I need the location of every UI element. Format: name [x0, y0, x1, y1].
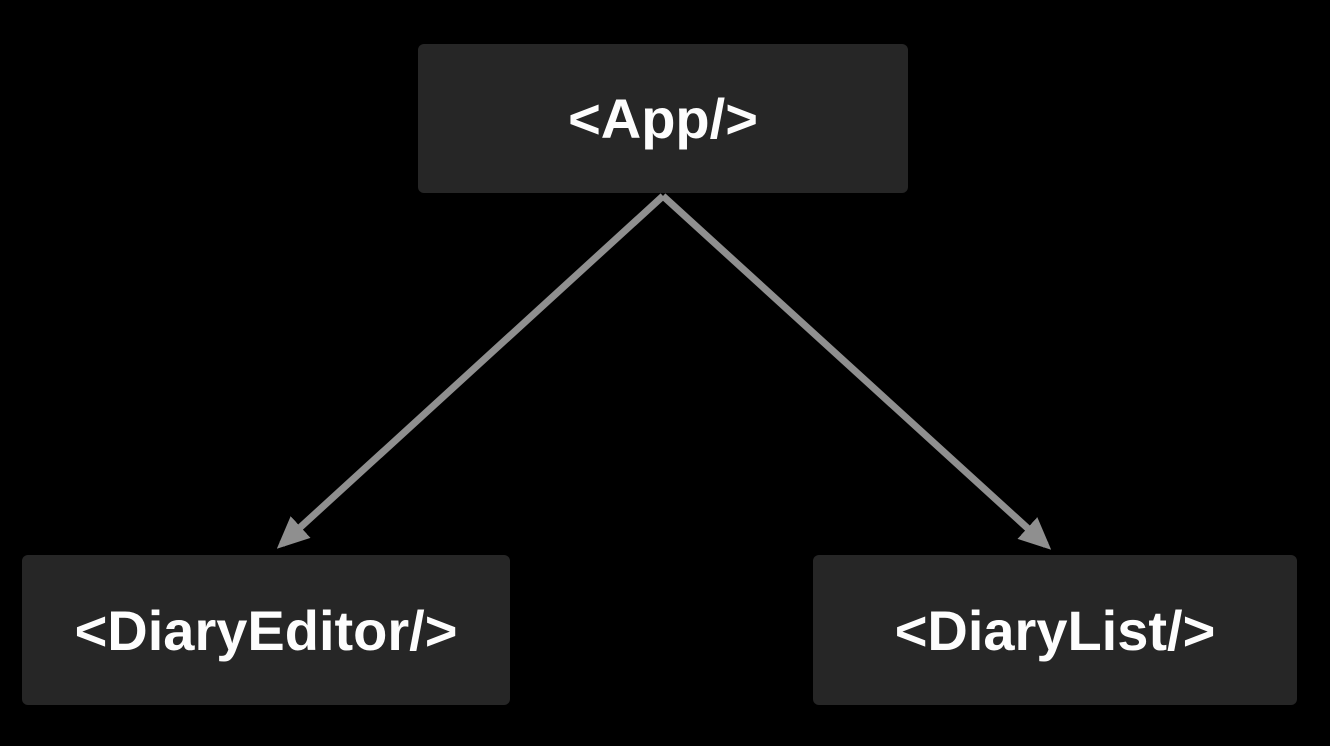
node-diary-list-label: <DiaryList/> — [894, 598, 1216, 662]
node-app-label: <App/> — [568, 87, 758, 150]
node-diary-editor: <DiaryEditor/> — [22, 555, 510, 705]
node-app: <App/> — [418, 44, 908, 193]
arrow-app-to-diarylist — [660, 193, 1052, 550]
node-diary-list: <DiaryList/> — [813, 555, 1297, 705]
arrow-app-to-diaryeditor — [276, 193, 666, 549]
node-diary-editor-label: <DiaryEditor/> — [74, 598, 458, 662]
